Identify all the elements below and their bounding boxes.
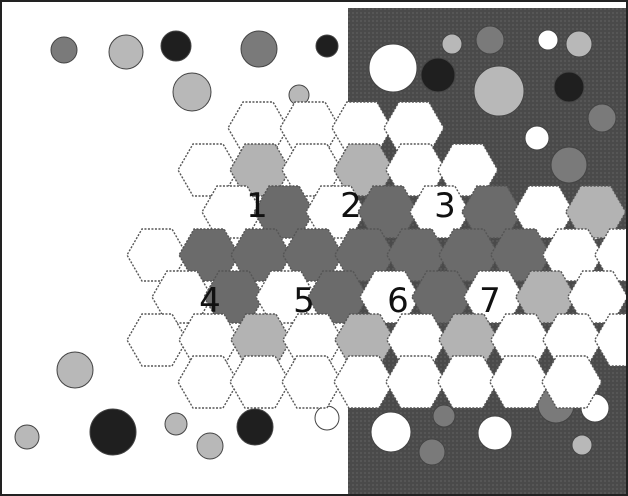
background-circle <box>161 31 191 61</box>
background-circle <box>433 405 455 427</box>
background-circle <box>197 433 223 459</box>
hexagon-number-label: 7 <box>479 281 501 321</box>
background-circle <box>90 409 136 455</box>
background-circle <box>566 31 592 57</box>
hexagon-number-label: 5 <box>293 281 315 321</box>
background-circle <box>165 413 187 435</box>
background-circle <box>51 37 77 63</box>
background-circle <box>316 35 338 57</box>
background-circle <box>525 126 549 150</box>
background-circle <box>57 352 93 388</box>
background-circle <box>551 147 587 183</box>
background-circle <box>554 72 584 102</box>
hexagon-number-label: 6 <box>387 281 409 321</box>
background-circle <box>237 409 273 445</box>
background-circle <box>15 425 39 449</box>
hexagon-number-label: 4 <box>199 281 221 321</box>
background-circle <box>442 34 462 54</box>
background-circle <box>369 44 417 92</box>
background-circle <box>109 35 143 69</box>
background-circle <box>478 416 512 450</box>
background-circle <box>241 31 277 67</box>
background-circle <box>419 439 445 465</box>
hexagon-number-label: 2 <box>340 186 362 226</box>
background-circle <box>371 412 411 452</box>
background-circle <box>173 73 211 111</box>
background-circle <box>315 406 339 430</box>
background-circle <box>588 104 616 132</box>
background-circle <box>476 26 504 54</box>
hexagon-number-label: 3 <box>434 186 456 226</box>
background-circle <box>474 66 524 116</box>
hexagon-number-label: 1 <box>246 186 268 226</box>
background-circle <box>538 30 558 50</box>
background-circle <box>421 58 455 92</box>
background-circle <box>572 435 592 455</box>
